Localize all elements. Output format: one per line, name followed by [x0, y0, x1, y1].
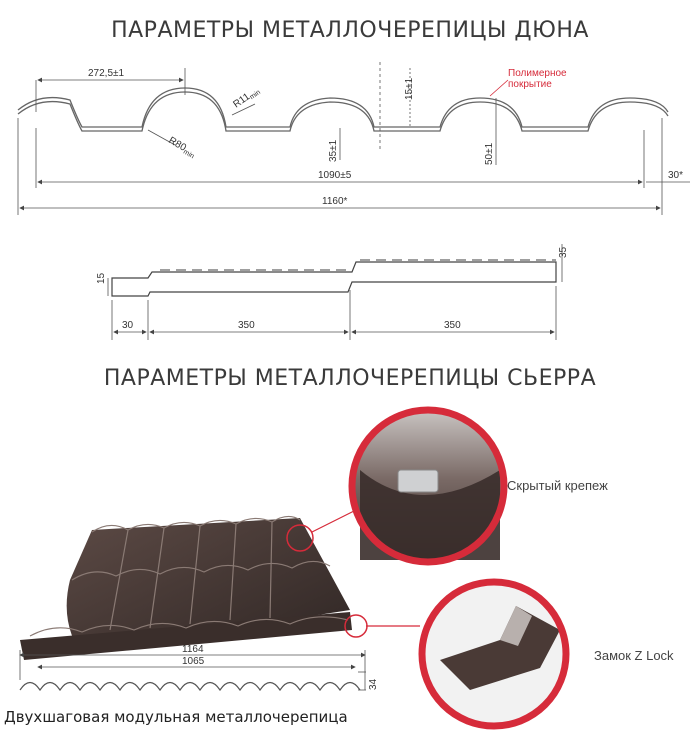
dim-overlap: 30* — [668, 170, 683, 181]
side-h15: 15 — [96, 272, 107, 284]
sierra-width-1065: 1065 — [182, 656, 205, 667]
side-l350b: 350 — [444, 320, 461, 331]
side-profile — [111, 259, 557, 297]
dim-height-50: 50±1 — [484, 142, 495, 165]
sierra-caption: Двухшаговая модульная металлочерепица — [4, 708, 348, 726]
dim-total-width: 1160* — [322, 196, 348, 207]
dim-height-15: 15±1 — [404, 77, 415, 100]
coating-label-2: покрытие — [508, 79, 552, 90]
dim-useful-width: 1090±5 — [318, 170, 352, 181]
sierra-wave-profile — [19, 681, 361, 692]
side-l350a: 350 — [238, 320, 255, 331]
sierra-height-34: 34 — [368, 678, 379, 690]
callout-z-lock: Замок Z Lock — [594, 648, 674, 663]
sierra-width-1164: 1164 — [182, 644, 204, 655]
dim-r80: R80min — [166, 135, 198, 160]
zoom-fastener — [348, 406, 508, 566]
side-h35: 35 — [558, 246, 569, 258]
duna-dimension-lines — [17, 62, 690, 215]
side-dimension-lines — [107, 244, 563, 340]
zoom-zlock — [418, 578, 570, 730]
dim-r11: R11min — [231, 85, 262, 111]
duna-profile — [17, 87, 669, 132]
dim-height-35: 35±1 — [328, 139, 339, 162]
sierra-title: ПАРАМЕТРЫ МЕТАЛЛОЧЕРЕПИЦЫ СЬЕРРА — [103, 366, 597, 391]
callout-hidden-fastener: Скрытый крепеж — [507, 478, 608, 493]
coating-label-1: Полимерное — [508, 68, 567, 79]
side-l30: 30 — [122, 320, 134, 331]
sierra-tile-sheet — [20, 509, 420, 660]
dim-wave-pitch: 272,5±1 — [88, 68, 125, 79]
duna-title: ПАРАМЕТРЫ МЕТАЛЛОЧЕРЕПИЦЫ ДЮНА — [111, 18, 589, 43]
sierra-dimension-lines — [19, 650, 366, 691]
